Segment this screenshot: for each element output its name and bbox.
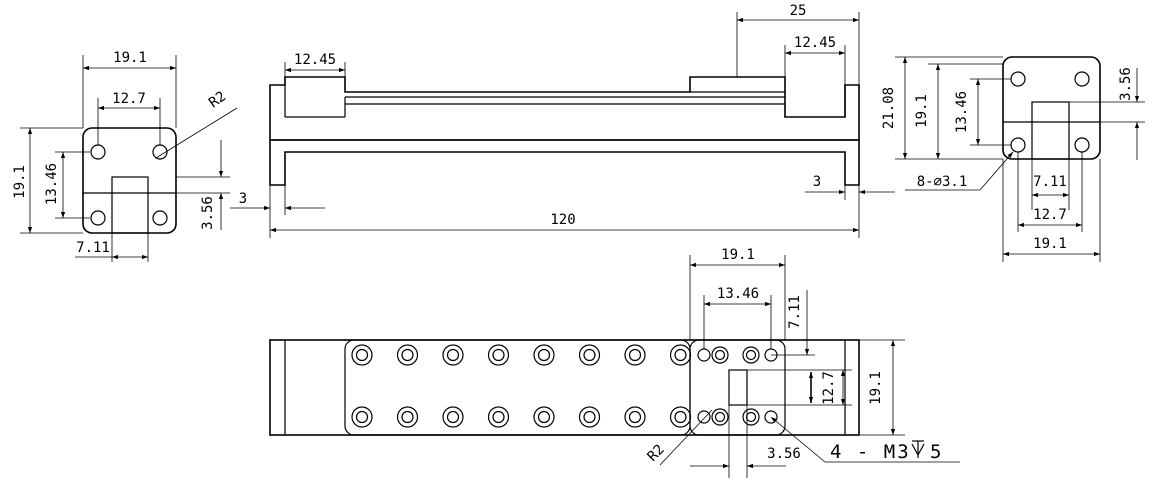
counterbore-hole	[487, 344, 510, 366]
front-left-flange-label: 12.45	[294, 52, 336, 68]
counterbore-hole-inner	[446, 410, 460, 424]
left-hole	[90, 144, 106, 160]
right-offset-label: 3.56	[1118, 67, 1134, 101]
counterbore-hole	[624, 406, 646, 428]
left-hole-spacing-label: 12.7	[112, 91, 146, 107]
counterbore-hole-inner	[492, 410, 505, 424]
left-hole	[152, 144, 168, 160]
counterbore-hole	[442, 344, 464, 366]
right-slot-label: 7.11	[1033, 174, 1067, 190]
counterbore-hole	[396, 344, 419, 366]
front-step-label: 25	[790, 3, 807, 19]
top-offset-label: 3.56	[767, 446, 801, 462]
counterbore-hole	[624, 344, 646, 366]
top-small-hole	[764, 410, 778, 424]
counterbore-hole	[533, 344, 555, 366]
top-depth-label: 5	[930, 441, 943, 463]
counterbore-hole-inner	[537, 348, 551, 362]
counterbore-hole-inner	[628, 348, 642, 362]
top-thread-leader	[770, 416, 826, 463]
counterbore-hole-inner	[674, 410, 687, 424]
left-hole	[90, 210, 106, 226]
counterbore-hole-inner	[674, 348, 687, 362]
counterbore-hole	[351, 344, 373, 366]
counterbore-hole-inner	[628, 410, 642, 424]
counterbore-hole-inner	[492, 348, 505, 362]
top-flange-right	[689, 339, 786, 436]
front-right-end-label: 3	[813, 174, 821, 190]
counterbore-hole	[487, 406, 510, 428]
right-width-label: 19.1	[1033, 236, 1067, 252]
counterbore-hole	[442, 406, 464, 428]
right-end-view: 21.08 19.1 13.46 3.56 8-∅3.1 7.11 12.7	[881, 56, 1145, 262]
left-radius-label: R2	[206, 89, 229, 112]
right-hole-vspacing-label: 13.46	[954, 91, 970, 133]
counterbore-hole-inner	[583, 348, 596, 362]
counterbore-hole-inner	[537, 410, 551, 424]
top-bolt-hole	[742, 346, 760, 364]
top-slot-height-label: 12.7	[821, 371, 837, 405]
right-holes-label: 8-∅3.1	[917, 174, 968, 190]
top-thread-label: 4 - M3	[830, 441, 911, 463]
top-height-label: 19.1	[868, 371, 884, 405]
counterbore-hole-inner	[583, 410, 596, 424]
counterbore-hole	[669, 406, 692, 428]
top-small-hole	[697, 410, 711, 424]
left-width-label: 19.1	[113, 50, 147, 66]
counterbore-hole	[578, 344, 601, 366]
left-end-view: 19.1 12.7 R2 19.1 13.46 3.56 7.11	[12, 50, 238, 262]
top-bolt-hole	[711, 408, 729, 426]
front-lower-body	[269, 139, 860, 186]
counterbore-hole-inner	[446, 348, 460, 362]
counterbore-hole	[351, 406, 373, 428]
right-hole	[1074, 137, 1090, 153]
top-view: 19.1 13.46 7.11 12.7 19.1 R2 3.56 4	[269, 247, 960, 478]
top-bolt-hole	[742, 408, 760, 426]
front-right-flange-label: 12.45	[794, 35, 836, 51]
left-hole-vspacing-label: 13.46	[44, 163, 60, 205]
left-flange-outline	[82, 127, 177, 234]
counterbore-hole	[669, 344, 692, 366]
top-width-label: 19.1	[721, 247, 755, 263]
right-hole	[1010, 71, 1026, 87]
right-hole-spacing-label: 12.7	[1033, 207, 1067, 223]
top-slot	[728, 369, 748, 406]
top-small-hole	[697, 348, 711, 362]
right-waveguide-slot	[1031, 101, 1070, 160]
front-view: 12.45 25 12.45 3 3 120	[230, 3, 895, 238]
depth-symbol	[911, 440, 925, 458]
front-length-label: 120	[550, 212, 575, 228]
right-height-label: 21.08	[881, 87, 897, 129]
counterbore-hole	[533, 406, 555, 428]
counterbore-hole	[578, 406, 601, 428]
right-body-height-label: 19.1	[914, 94, 930, 128]
counterbore-hole	[396, 406, 419, 428]
left-waveguide-slot	[111, 176, 149, 234]
top-radius-label: R2	[645, 442, 668, 465]
left-hole	[152, 210, 168, 226]
top-radius-leader	[659, 409, 713, 466]
top-slot-offset-label: 7.11	[787, 295, 803, 329]
left-offset-label: 3.56	[200, 196, 216, 230]
right-hole	[1074, 71, 1090, 87]
top-bolt-hole	[711, 346, 729, 364]
left-radius-leader	[155, 107, 238, 159]
top-hole-spacing-label: 13.46	[717, 286, 759, 302]
right-holes-leader	[979, 151, 1014, 191]
front-top-rail	[269, 76, 860, 141]
left-slot-label: 7.11	[76, 240, 110, 256]
counterbore-hole-inner	[401, 410, 414, 424]
front-left-end-label: 3	[239, 191, 247, 207]
counterbore-hole-inner	[355, 348, 369, 362]
left-height-label: 19.1	[12, 165, 28, 199]
right-hole	[1010, 137, 1026, 153]
counterbore-hole-inner	[401, 348, 414, 362]
bolt-holes	[351, 344, 692, 428]
counterbore-hole-inner	[355, 410, 369, 424]
